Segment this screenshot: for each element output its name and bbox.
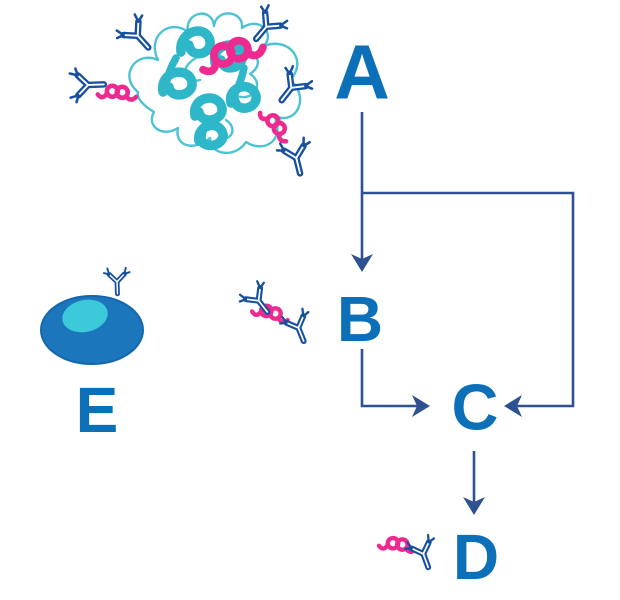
node-label-e: E bbox=[75, 374, 119, 446]
antibody-icon bbox=[278, 307, 318, 347]
protein-ribbon bbox=[158, 67, 197, 100]
protein-ribbon bbox=[226, 81, 261, 113]
antibody-icon bbox=[104, 268, 130, 294]
antibody-icon bbox=[268, 63, 315, 110]
antibody-icon bbox=[113, 11, 160, 58]
node-label-d: D bbox=[452, 521, 500, 593]
arrowhead-down-icon bbox=[351, 254, 373, 272]
protein-ribbon bbox=[176, 26, 215, 59]
antibody-peptide-sandwich-icon bbox=[237, 279, 318, 347]
arrow-a-to-b bbox=[351, 112, 373, 272]
arrowhead-down-icon bbox=[463, 497, 485, 515]
arrow-b-to-c bbox=[360, 349, 430, 417]
node-label-a: A bbox=[334, 29, 390, 116]
cell-nucleus bbox=[62, 299, 108, 333]
protein-ribbon bbox=[189, 93, 227, 125]
arrow-c-to-d bbox=[463, 451, 485, 515]
arrow-a-to-c bbox=[362, 191, 575, 417]
immune-complex-icon bbox=[70, 2, 317, 177]
arrow-line bbox=[360, 349, 418, 408]
antibody-peptide-fragment-icon bbox=[379, 534, 443, 573]
arrow-line bbox=[362, 191, 575, 408]
cell-with-surface-antibody-icon bbox=[40, 268, 144, 365]
arrowhead-right-icon bbox=[412, 395, 430, 417]
node-label-b: B bbox=[336, 283, 384, 355]
arrowhead-left-icon bbox=[504, 395, 522, 417]
protein-ribbon bbox=[194, 120, 228, 151]
node-label-c: C bbox=[451, 370, 499, 444]
